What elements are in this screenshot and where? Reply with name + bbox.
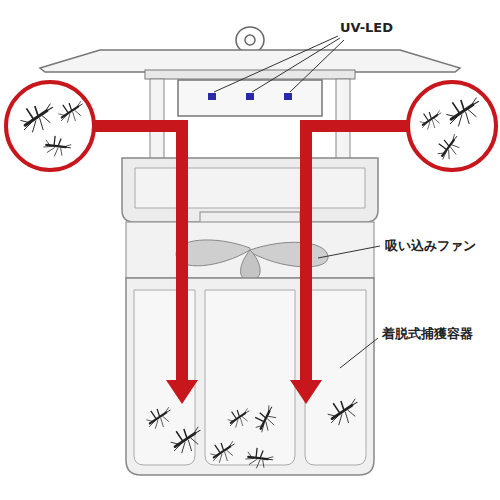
fan-blade	[250, 242, 328, 267]
part-label: UV-LED	[338, 20, 395, 36]
uv-led	[246, 93, 254, 100]
led-panel	[178, 80, 322, 116]
uv-led	[208, 93, 216, 100]
mosquito-circle	[408, 82, 496, 170]
uv-led	[284, 93, 292, 100]
capture-container	[126, 278, 374, 475]
part-label: 着脱式捕獲容器	[380, 326, 475, 342]
roof	[40, 50, 460, 72]
fan-blade	[241, 250, 261, 280]
leader-line	[318, 246, 380, 258]
airflow-arrow	[94, 126, 182, 382]
leader-line	[340, 338, 378, 368]
mosquito-circle	[6, 82, 94, 170]
part-label: 吸い込みファン	[383, 238, 478, 254]
hook	[236, 27, 264, 53]
leader-line	[214, 36, 344, 92]
airflow-arrow	[306, 126, 408, 382]
